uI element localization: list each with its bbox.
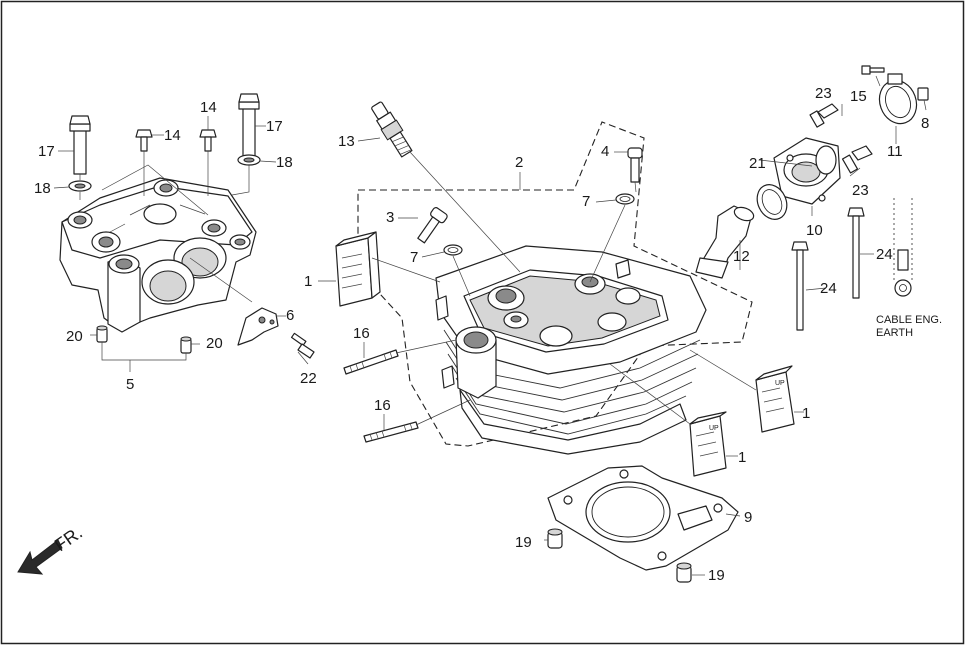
callout-13: 13 xyxy=(338,133,355,150)
callout-5: 5 xyxy=(126,376,134,393)
callout-10: 10 xyxy=(806,222,823,239)
spark-plug-13 xyxy=(371,101,413,158)
callout-1: 1 xyxy=(802,405,810,422)
callout-15: 15 xyxy=(850,88,867,105)
callout-17: 17 xyxy=(266,118,283,135)
fitting-4 xyxy=(627,147,643,183)
cylinder-head xyxy=(435,245,707,455)
bolt-14-right xyxy=(199,129,217,152)
callout-16: 16 xyxy=(353,325,370,342)
dowel-19-left xyxy=(547,528,563,549)
cam-plate-6 xyxy=(237,307,279,346)
callout-7: 7 xyxy=(582,193,590,210)
nut-8 xyxy=(917,87,929,101)
callout-24: 24 xyxy=(876,246,893,263)
up-mark-upper: UP xyxy=(775,380,785,387)
long-bolt-24-left xyxy=(791,241,809,331)
washer-18-right xyxy=(237,154,261,166)
callout-16: 16 xyxy=(374,397,391,414)
cable-annotation-line2: EARTH xyxy=(876,327,913,339)
callout-20: 20 xyxy=(206,335,223,352)
flange-bolt-17-left xyxy=(69,115,91,175)
washer-18-left xyxy=(68,180,92,192)
dowel-pin-left xyxy=(96,325,108,343)
callout-19: 19 xyxy=(515,534,532,551)
callout-4: 4 xyxy=(601,143,609,160)
guide-block-1-upper-right xyxy=(755,365,795,433)
callout-7: 7 xyxy=(410,249,418,266)
dowel-pin-right xyxy=(180,336,192,354)
bolt-22 xyxy=(290,332,315,359)
callout-11: 11 xyxy=(887,143,903,160)
callout-20: 20 xyxy=(66,328,83,345)
band-clamp-11 xyxy=(878,73,918,125)
callouts: 1 1 1 2 3 4 5 6 7 7 8 9 10 11 12 13 14 1… xyxy=(34,85,929,584)
bolt-23-upper xyxy=(809,103,839,128)
o-ring-7-left xyxy=(443,244,463,256)
insulator-10 xyxy=(773,137,841,205)
guide-block-1-left xyxy=(335,231,381,307)
stud-16-lower xyxy=(363,421,419,443)
callout-23: 23 xyxy=(815,85,832,102)
rocker-arm-holder xyxy=(59,177,257,333)
callout-1: 1 xyxy=(304,273,312,290)
callout-18: 18 xyxy=(276,154,293,171)
callout-18: 18 xyxy=(34,180,51,197)
front-direction-arrow-icon xyxy=(17,539,63,575)
leaders-right xyxy=(544,75,927,576)
stud-16-upper xyxy=(343,349,399,375)
callout-9: 9 xyxy=(744,509,752,526)
long-bolt-24-right xyxy=(847,207,865,299)
callout-22: 22 xyxy=(300,370,317,387)
callout-23: 23 xyxy=(852,182,869,199)
callout-17: 17 xyxy=(38,143,55,160)
callout-19: 19 xyxy=(708,567,725,584)
o-ring-7-right xyxy=(615,193,635,205)
intake-pipe-12 xyxy=(695,205,755,279)
callout-14: 14 xyxy=(164,127,181,144)
callout-3: 3 xyxy=(386,209,394,226)
callout-21: 21 xyxy=(749,155,766,172)
up-mark-lower: UP xyxy=(709,425,719,432)
callout-12: 12 xyxy=(733,248,750,265)
callout-24: 24 xyxy=(820,280,837,297)
bolt-23-lower xyxy=(841,145,873,174)
fitting-3 xyxy=(417,207,448,244)
flange-bolt-17-right xyxy=(238,93,260,159)
bolt-14-left xyxy=(135,129,153,152)
guide-block-1-lower-right xyxy=(689,411,727,477)
callout-14: 14 xyxy=(200,99,217,116)
screw-15 xyxy=(861,65,885,75)
callout-8: 8 xyxy=(921,115,929,132)
callout-1: 1 xyxy=(738,449,746,466)
callout-6: 6 xyxy=(286,307,294,324)
head-gasket-9 xyxy=(547,465,739,571)
o-ring-21 xyxy=(756,184,788,220)
earth-cable-terminal xyxy=(893,198,913,297)
cable-annotation-line1: CABLE ENG. xyxy=(876,314,942,326)
dowel-19-right xyxy=(676,562,692,583)
callout-2: 2 xyxy=(515,154,523,171)
leaders-left xyxy=(79,151,253,372)
